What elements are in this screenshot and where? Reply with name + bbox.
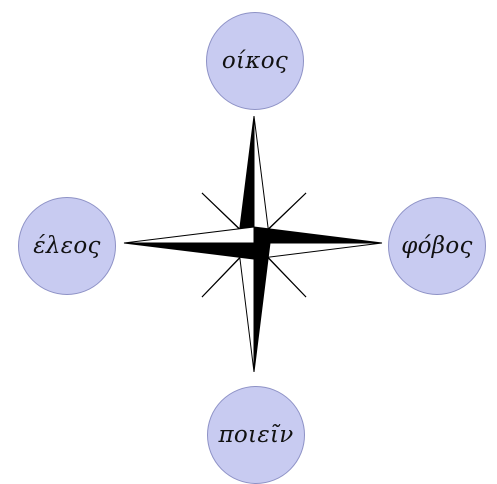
rose-point-w-dark <box>124 243 254 259</box>
node-right-label: φόβος <box>401 233 472 259</box>
rose-point-s-light <box>238 243 254 372</box>
rose-point-n-light <box>254 116 270 243</box>
node-bottom-circle: ποιεῖν <box>207 386 305 484</box>
rose-point-s-dark <box>254 243 270 372</box>
node-left-label: έλεος <box>33 233 101 259</box>
rose-point-n-dark <box>238 116 254 243</box>
node-bottom-label: ποιεῖν <box>218 422 293 448</box>
rose-point-e-dark <box>254 227 382 243</box>
node-right-circle: φόβος <box>388 197 486 295</box>
rose-point-e-light <box>254 243 382 259</box>
rose-point-w-light <box>124 227 254 243</box>
node-top-circle: οίκος <box>206 12 304 110</box>
node-left-circle: έλεος <box>18 197 116 295</box>
node-top-label: οίκος <box>222 48 288 74</box>
